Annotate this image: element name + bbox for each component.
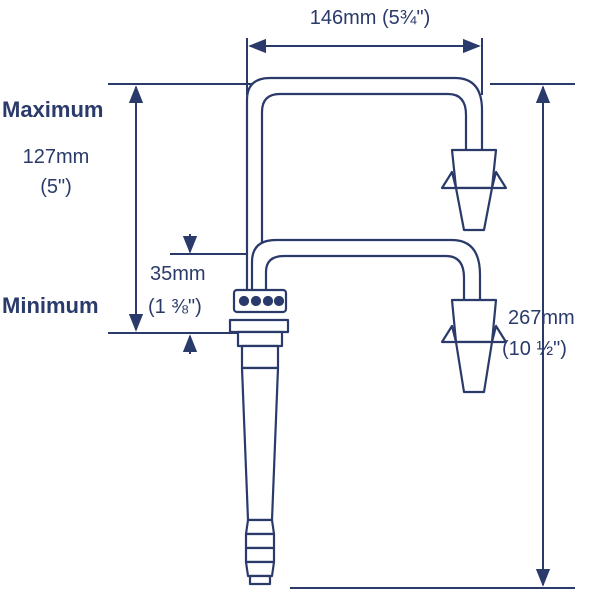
maximum-title: Maximum xyxy=(2,97,104,122)
step-in: (1 ⅜") xyxy=(148,296,202,318)
knurled-nut xyxy=(232,288,288,314)
lower-nozzle xyxy=(440,298,508,394)
height-mm: 267mm xyxy=(508,307,575,329)
mounting-nut xyxy=(236,330,284,348)
step-mm: 35mm xyxy=(150,263,206,285)
threaded-section xyxy=(240,344,280,370)
upper-spout-inner xyxy=(260,92,468,296)
maximum-in: (5") xyxy=(40,176,72,198)
mounting-flange xyxy=(228,318,290,334)
width-label: 146mm (5¾") xyxy=(309,7,431,29)
body-tube xyxy=(240,366,280,522)
hose-barb xyxy=(244,518,276,586)
upper-nozzle xyxy=(440,148,508,232)
maximum-mm: 127mm xyxy=(22,146,90,168)
lower-spout-inner xyxy=(264,254,466,300)
minimum-title: Minimum xyxy=(2,293,99,318)
height-in: (10 ½") xyxy=(502,338,567,360)
